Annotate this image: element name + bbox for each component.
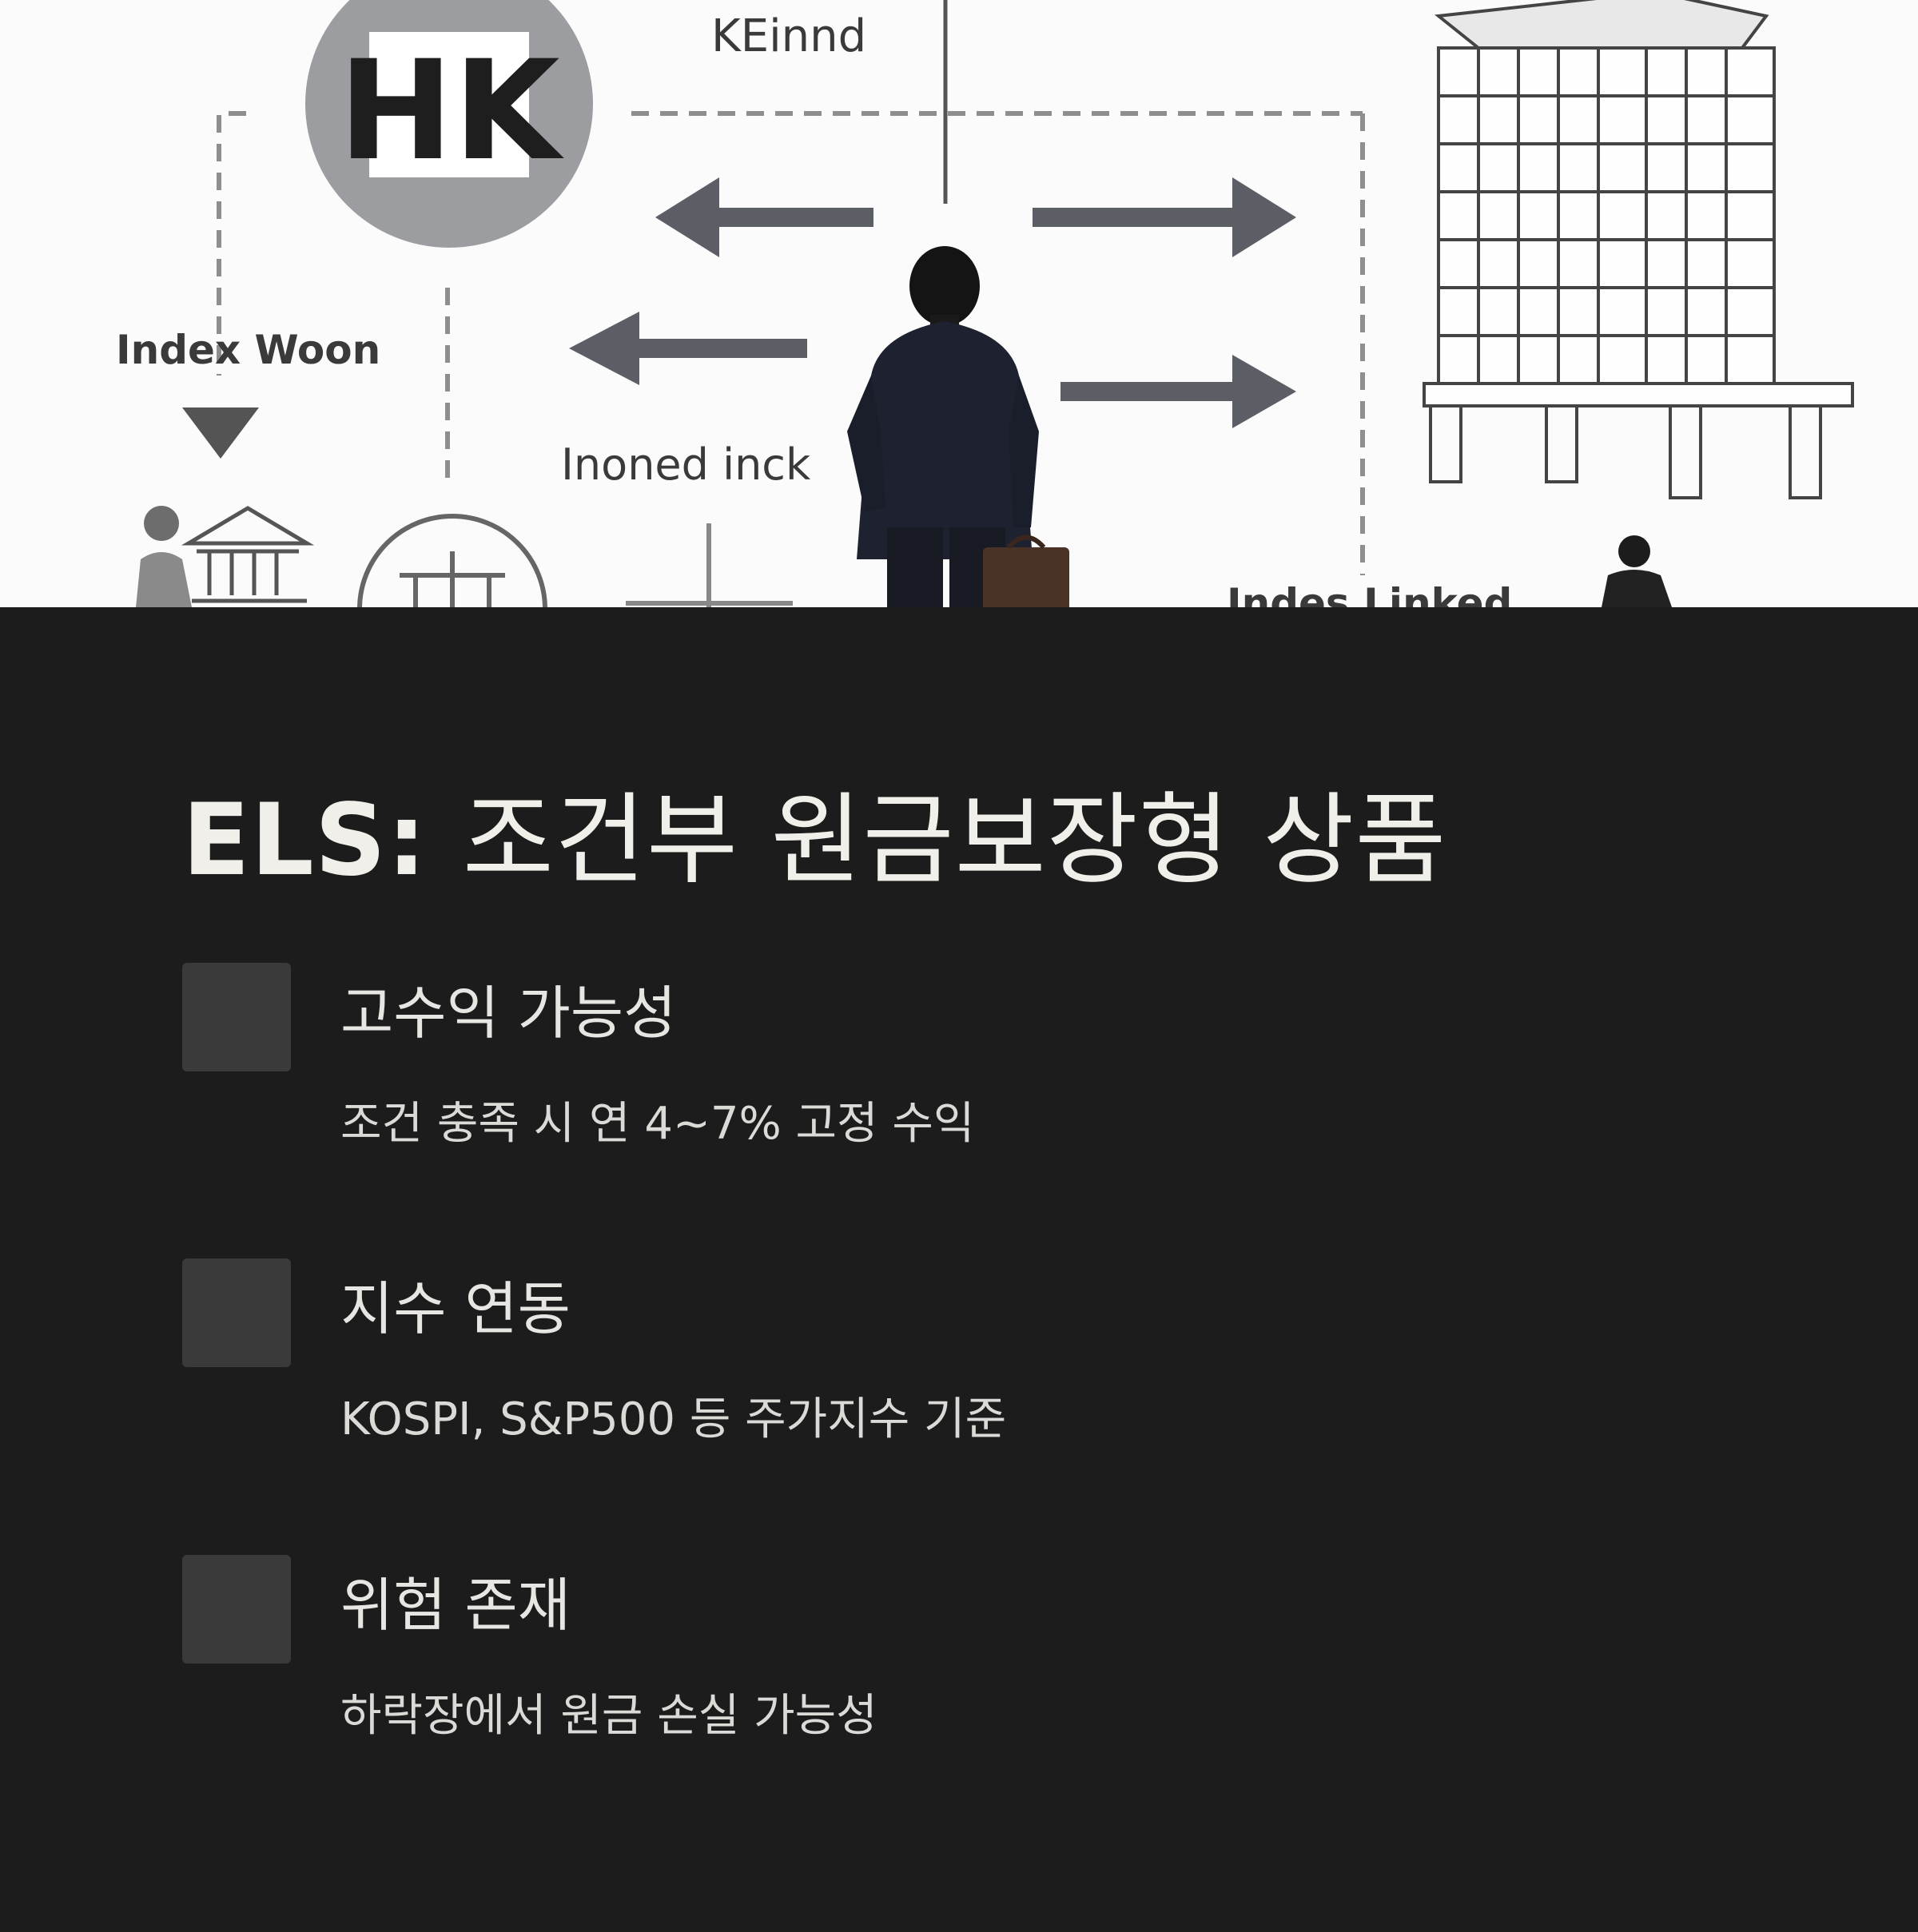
feature-heading: 지수 연동	[340, 1275, 571, 1342]
hk-logo-text: HK	[338, 30, 564, 191]
feature-description: 하락장에서 원금 손실 가능성	[340, 1690, 877, 1742]
dashed-connectors	[217, 111, 1365, 575]
feature-heading: 위험 존재	[340, 1572, 571, 1639]
feature-icon-placeholder	[182, 1258, 291, 1367]
hero-label-left: Index Woon	[116, 327, 380, 373]
arrow-left-lower-icon	[569, 312, 807, 385]
slide-title-text: 조건부 원금보장형 상품	[462, 783, 1447, 898]
feature-heading: 고수익 가능성	[340, 980, 677, 1047]
feature-description: KOSPI, S&P500 등 주가지수 기준	[340, 1393, 1007, 1445]
hero-svg: HK KEinnd Index Woon Inoned inck Indes L…	[116, 0, 1854, 607]
arrow-right-upper-icon	[1033, 177, 1296, 257]
businessman-small-figure	[1602, 535, 1672, 607]
hero-label-center: Inoned inck	[561, 439, 811, 490]
slide-content: ELS: 조건부 원금보장형 상품 고수익 가능성 조건 충족 시 연 4~7%…	[0, 607, 1918, 1932]
hero-label-top: KEinnd	[711, 10, 866, 62]
office-building	[1423, 0, 1854, 499]
hero-label-bottom-right: Indes Linked	[1227, 580, 1512, 607]
slide-title-prefix: ELS:	[182, 783, 428, 898]
hero-illustration: HK KEinnd Index Woon Inoned inck Indes L…	[0, 0, 1918, 607]
bank-icon	[181, 506, 315, 603]
feature-description: 조건 충족 시 연 4~7% 고정 수익	[340, 1098, 975, 1150]
businessman-figure	[847, 246, 1069, 607]
feature-item: 위험 존재 하락장에서 원금 손실 가능성	[182, 1555, 1701, 1763]
feature-item: 지수 연동 KOSPI, S&P500 등 주가지수 기준	[182, 1258, 1701, 1466]
triangle-down-icon	[182, 407, 259, 459]
feature-icon-placeholder	[182, 963, 291, 1071]
slide-title: ELS: 조건부 원금보장형 상품	[182, 791, 1446, 890]
feature-item: 고수익 가능성 조건 충족 시 연 4~7% 고정 수익	[182, 963, 1701, 1171]
arrow-left-upper-icon	[655, 177, 873, 257]
advisor-figure	[136, 506, 192, 607]
emblem-icon	[357, 514, 547, 607]
feature-icon-placeholder	[182, 1555, 291, 1664]
hk-logo: HK	[305, 0, 593, 248]
pedestal-icon	[626, 523, 793, 607]
arrow-right-lower-icon	[1060, 355, 1296, 428]
flow-arrows	[569, 177, 1296, 428]
